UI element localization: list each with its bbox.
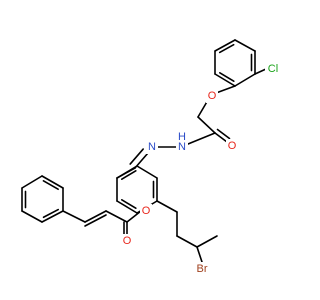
ring-b-extra-bond (196, 235, 218, 248)
ring-c-bond (21, 210, 43, 223)
molecule-structure: Cl O O H N N O O (21, 39, 281, 276)
aryl-ether-bond (215, 85, 236, 94)
ether-oxygen-label: O (208, 90, 217, 102)
ring-a-bond (234, 39, 256, 52)
ring-a-bond (214, 73, 236, 87)
bromine-atom: Br (194, 262, 211, 276)
imine-nitrogen-label: N (148, 141, 156, 153)
ester-oxygen-atom: O (140, 204, 152, 218)
ring-b-bond (116, 165, 138, 179)
amide-nitrogen-label: N (178, 141, 186, 153)
chlorine-label: Cl (268, 63, 278, 75)
vinyl-double-bond-second (84, 214, 107, 227)
vinyl-phenyl-bond (62, 210, 86, 223)
ring-a-bond (234, 73, 256, 87)
amide-h-label: H (178, 131, 186, 143)
amide-nh-atom: H N (176, 130, 188, 154)
ring-c-bond (41, 210, 64, 223)
c-cl-bond (254, 68, 267, 75)
ring-c-bond-inner (42, 208, 60, 219)
chlorine-atom: Cl (265, 62, 281, 76)
c-br-bond (196, 246, 203, 263)
ring-b-extra-bond (176, 235, 198, 248)
ring-c-bond-inner (42, 180, 59, 191)
ch2-carbonyl-bond (197, 116, 216, 134)
ring-c-bond (41, 175, 64, 189)
amide-oxygen-atom: O (226, 139, 238, 153)
ring-b-bond (136, 165, 158, 179)
ester-o-c-bond (126, 210, 142, 223)
imine-c-n-bond-second (129, 148, 144, 165)
ring-a-bond (214, 39, 236, 52)
atom-labels: Cl O O H N N O O (121, 62, 281, 276)
ring-b-bond-inner (121, 198, 137, 209)
ring-a-bond-inner (219, 71, 235, 82)
ring-ester-o-bond (156, 200, 178, 213)
amide-c-n-bond (187, 132, 216, 145)
vinyl-double-bond (84, 210, 107, 223)
imine-nitrogen-atom: N (146, 140, 158, 154)
ring-b-bond-inner (121, 170, 137, 181)
carbonyl-oxygen-label: O (123, 235, 132, 247)
ring-b-bond (116, 200, 138, 214)
ether-oxygen-atom: O (206, 89, 218, 103)
ester-vinyl-bond (105, 210, 128, 223)
ring-c-bond (21, 175, 43, 189)
amide-c-o-bond-second (216, 128, 231, 140)
amide-oxygen-label: O (228, 140, 237, 152)
ester-oxygen-label: O (142, 205, 151, 217)
carbonyl-oxygen-atom: O (121, 234, 133, 248)
ring-a-bond-inner (218, 43, 235, 54)
bromine-label: Br (197, 263, 208, 275)
amide-c-o-bond (214, 132, 228, 143)
